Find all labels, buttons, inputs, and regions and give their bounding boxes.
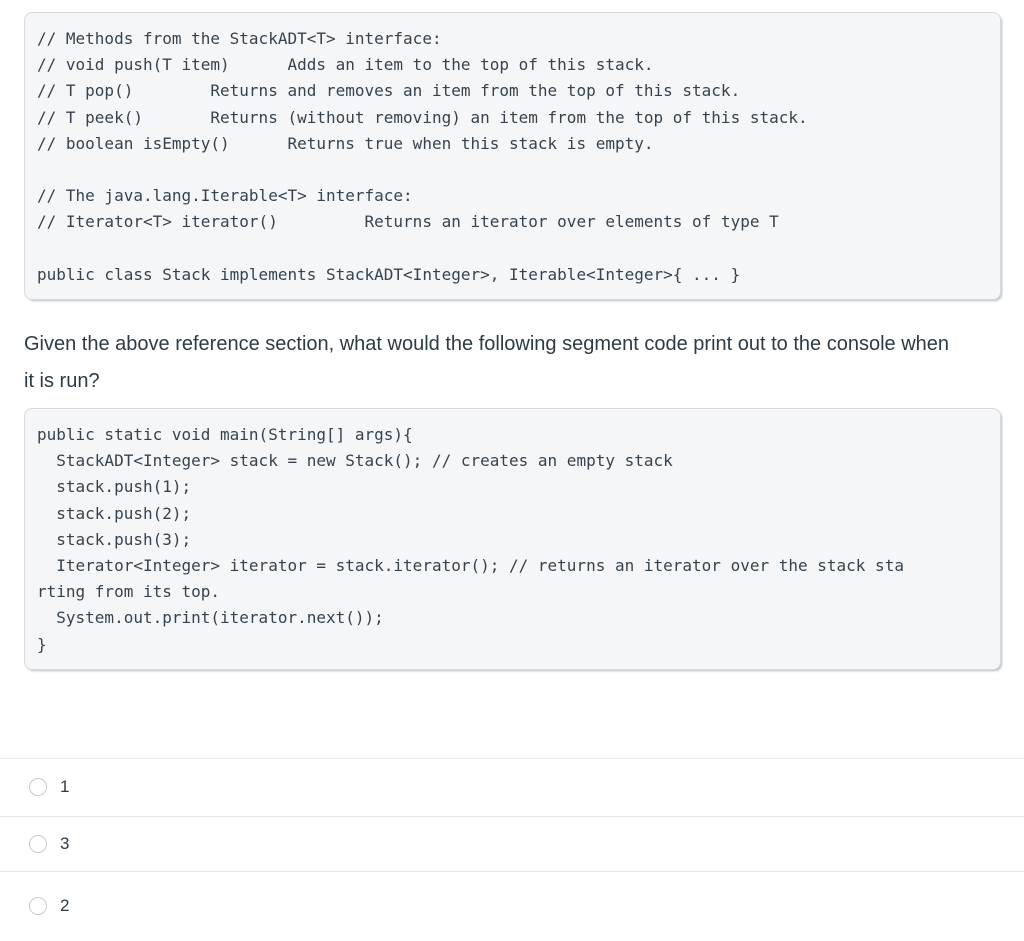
reference-code-box: // Methods from the StackADT<T> interfac… bbox=[24, 12, 1001, 301]
option-row-1[interactable]: 1 bbox=[0, 757, 1024, 816]
radio-icon[interactable] bbox=[29, 778, 47, 797]
answer-options: 1 3 2 bbox=[0, 757, 1024, 941]
option-label[interactable]: 3 bbox=[60, 833, 70, 853]
option-label[interactable]: 1 bbox=[60, 777, 70, 797]
answer-code-text: public static void main(String[] args){ … bbox=[37, 425, 904, 654]
radio-icon[interactable] bbox=[29, 834, 47, 853]
option-row-3[interactable]: 3 bbox=[0, 815, 1024, 871]
question-text: Given the above reference section, what … bbox=[24, 333, 950, 393]
option-row-2[interactable]: 2 bbox=[0, 870, 1024, 941]
answer-code-box: public static void main(String[] args){ … bbox=[24, 408, 1001, 670]
radio-icon[interactable] bbox=[29, 897, 47, 916]
option-label[interactable]: 2 bbox=[60, 896, 70, 916]
reference-code-text: // Methods from the StackADT<T> interfac… bbox=[37, 29, 808, 284]
